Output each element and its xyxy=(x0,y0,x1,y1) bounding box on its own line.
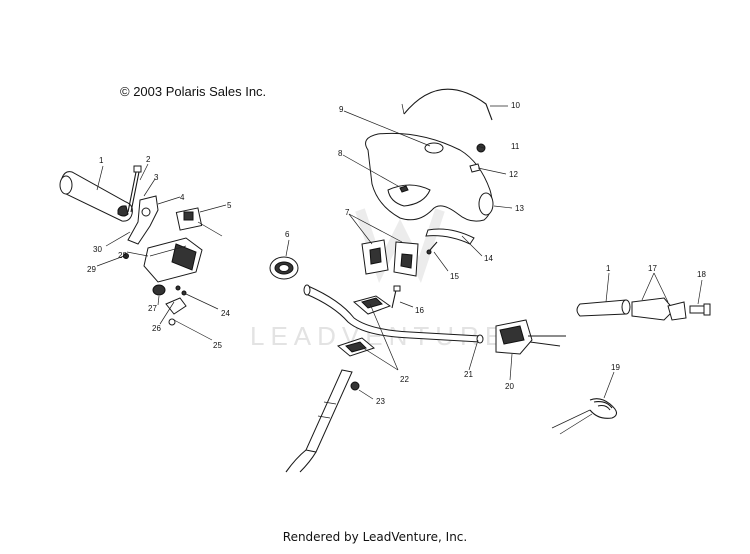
grip-insert-part-17 xyxy=(631,297,687,321)
throttle-lever-part xyxy=(127,195,159,245)
callout-4: 4 xyxy=(180,193,185,202)
right-grip-part-1 xyxy=(576,299,631,317)
callout-30: 30 xyxy=(93,245,102,254)
callout-3: 3 xyxy=(154,173,159,182)
callout-2: 2 xyxy=(146,155,151,164)
switch-part-5 xyxy=(175,207,223,237)
callout-11: 11 xyxy=(511,142,520,151)
callout-9: 9 xyxy=(339,105,344,114)
callout-10: 10 xyxy=(511,101,520,110)
callout-15: 15 xyxy=(450,272,459,281)
throttle-housing-part xyxy=(143,237,203,283)
callout-19: 19 xyxy=(611,363,620,372)
callout-25: 25 xyxy=(213,341,222,350)
handlebar-pad-part xyxy=(365,132,494,222)
callout-29: 29 xyxy=(87,265,96,274)
rendered-by-footer: Rendered by LeadVenture, Inc. xyxy=(282,530,468,544)
callout-27: 27 xyxy=(148,304,157,313)
callout-24: 24 xyxy=(221,309,230,318)
small-parts-left xyxy=(123,253,187,326)
tube-cap-part-6 xyxy=(269,256,299,280)
upper-clamp-part-22 xyxy=(352,295,392,315)
heater-element-part-19 xyxy=(551,398,618,435)
bolt-part-18 xyxy=(689,303,711,316)
pad-strap-part-10 xyxy=(401,88,493,121)
callout-23: 23 xyxy=(376,397,385,406)
steering-post-part xyxy=(285,369,353,473)
clamp-part-7 xyxy=(361,239,419,277)
callout-26: 26 xyxy=(152,324,161,333)
callout-21: 21 xyxy=(464,370,473,379)
callout-17-right: 17 xyxy=(648,264,657,273)
callout-labels: 1 2 3 4 5 6 7 8 9 10 11 12 13 14 15 16 1… xyxy=(87,101,706,406)
bolt-part-2 xyxy=(127,165,142,213)
callout-1-right: 1 xyxy=(606,264,611,273)
nut-parts xyxy=(469,143,486,173)
callout-12: 12 xyxy=(509,170,518,179)
copyright-notice: © 2003 Polaris Sales Inc. xyxy=(120,84,267,99)
callout-8: 8 xyxy=(338,149,343,158)
callout-13: 13 xyxy=(515,204,524,213)
callout-28: 28 xyxy=(118,251,127,260)
bolt-part-16 xyxy=(391,285,401,309)
callout-14: 14 xyxy=(484,254,493,263)
callout-5: 5 xyxy=(227,201,232,210)
callout-1-left: 1 xyxy=(99,156,104,165)
nut-part-23 xyxy=(350,381,360,391)
bolt-part-15 xyxy=(426,241,438,255)
callout-7: 7 xyxy=(345,208,350,217)
callout-22: 22 xyxy=(400,375,409,384)
handlebar-part-21 xyxy=(303,284,484,344)
callout-20: 20 xyxy=(505,382,514,391)
callout-18-right: 18 xyxy=(697,270,706,279)
callout-16: 16 xyxy=(415,306,424,315)
leader-lines xyxy=(96,105,703,400)
callout-6: 6 xyxy=(285,230,290,239)
brake-control-part-20 xyxy=(495,319,566,355)
lower-clamp-part-22 xyxy=(336,337,376,357)
left-grip-part xyxy=(59,171,133,222)
